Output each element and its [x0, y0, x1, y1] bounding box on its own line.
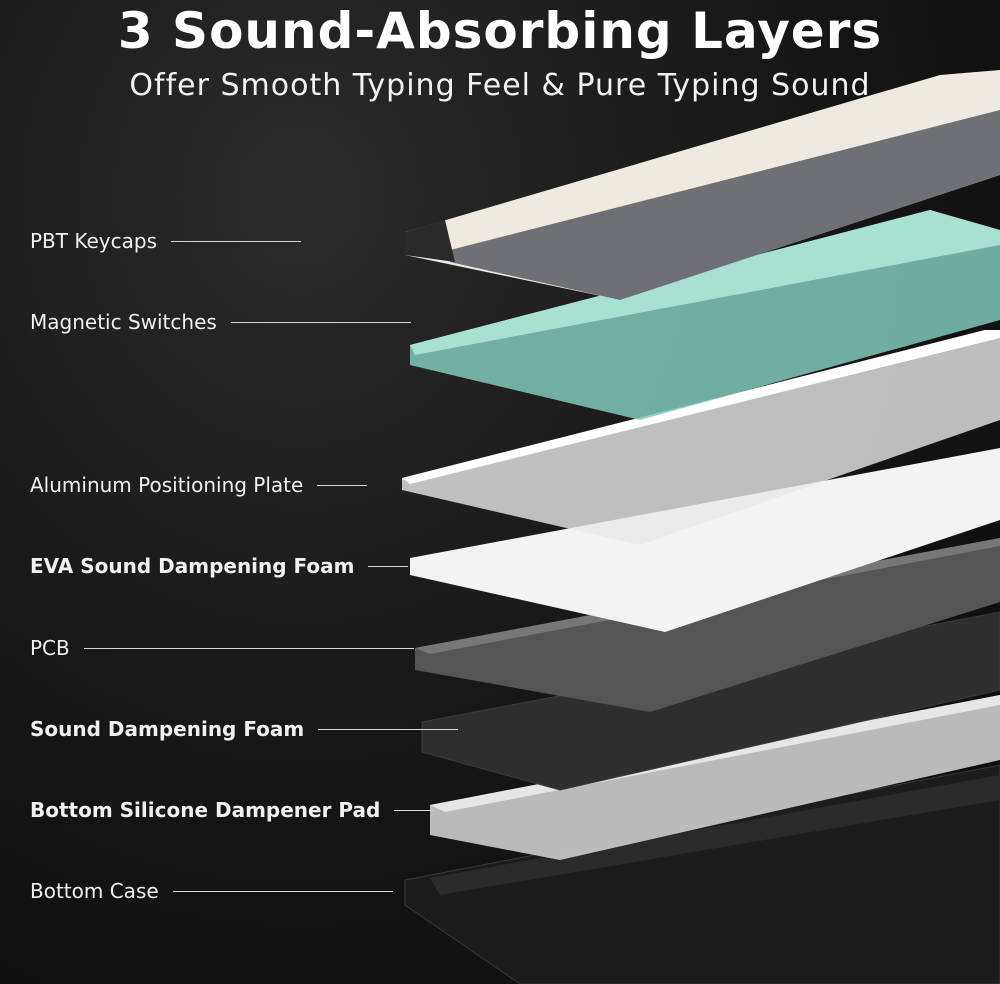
label-text: PCB: [30, 636, 70, 660]
headline: 3 Sound-Absorbing Layers: [117, 2, 883, 60]
label-text: Magnetic Switches: [30, 310, 217, 334]
label-silicone-pad: Bottom Silicone Dampener Pad: [30, 798, 435, 822]
label-positioning-plate: Aluminum Positioning Plate: [30, 473, 368, 497]
leader-line: [318, 728, 459, 730]
leader-line: [83, 647, 414, 649]
label-bottom-case: Bottom Case: [30, 879, 393, 903]
bottom-case-layer: [404, 764, 1000, 984]
leader-line: [172, 890, 393, 892]
label-text: EVA Sound Dampening Foam: [30, 554, 355, 578]
leader-line: [230, 321, 411, 323]
leader-line: [368, 565, 409, 567]
label-text: PBT Keycaps: [30, 229, 157, 253]
eva-foam-layer: [410, 448, 1000, 632]
label-sound-foam: Sound Dampening Foam: [30, 717, 459, 741]
label-pbt-keycaps: PBT Keycaps: [30, 229, 301, 253]
label-text: Aluminum Positioning Plate: [30, 473, 304, 497]
positioning-plate-layer: [402, 330, 1000, 545]
label-text: Bottom Silicone Dampener Pad: [30, 798, 381, 822]
label-text: Bottom Case: [30, 879, 159, 903]
leader-line: [170, 240, 301, 242]
keycaps-layer: [405, 70, 1000, 300]
switches-layer: [410, 210, 1000, 420]
label-text: Sound Dampening Foam: [30, 717, 305, 741]
label-eva-foam: EVA Sound Dampening Foam: [30, 554, 409, 578]
leader-line: [394, 809, 435, 811]
label-magnetic-switches: Magnetic Switches: [30, 310, 411, 334]
subheadline: Offer Smooth Typing Feel & Pure Typing S…: [129, 68, 871, 103]
leader-line: [317, 484, 368, 486]
label-pcb: PCB: [30, 636, 414, 660]
